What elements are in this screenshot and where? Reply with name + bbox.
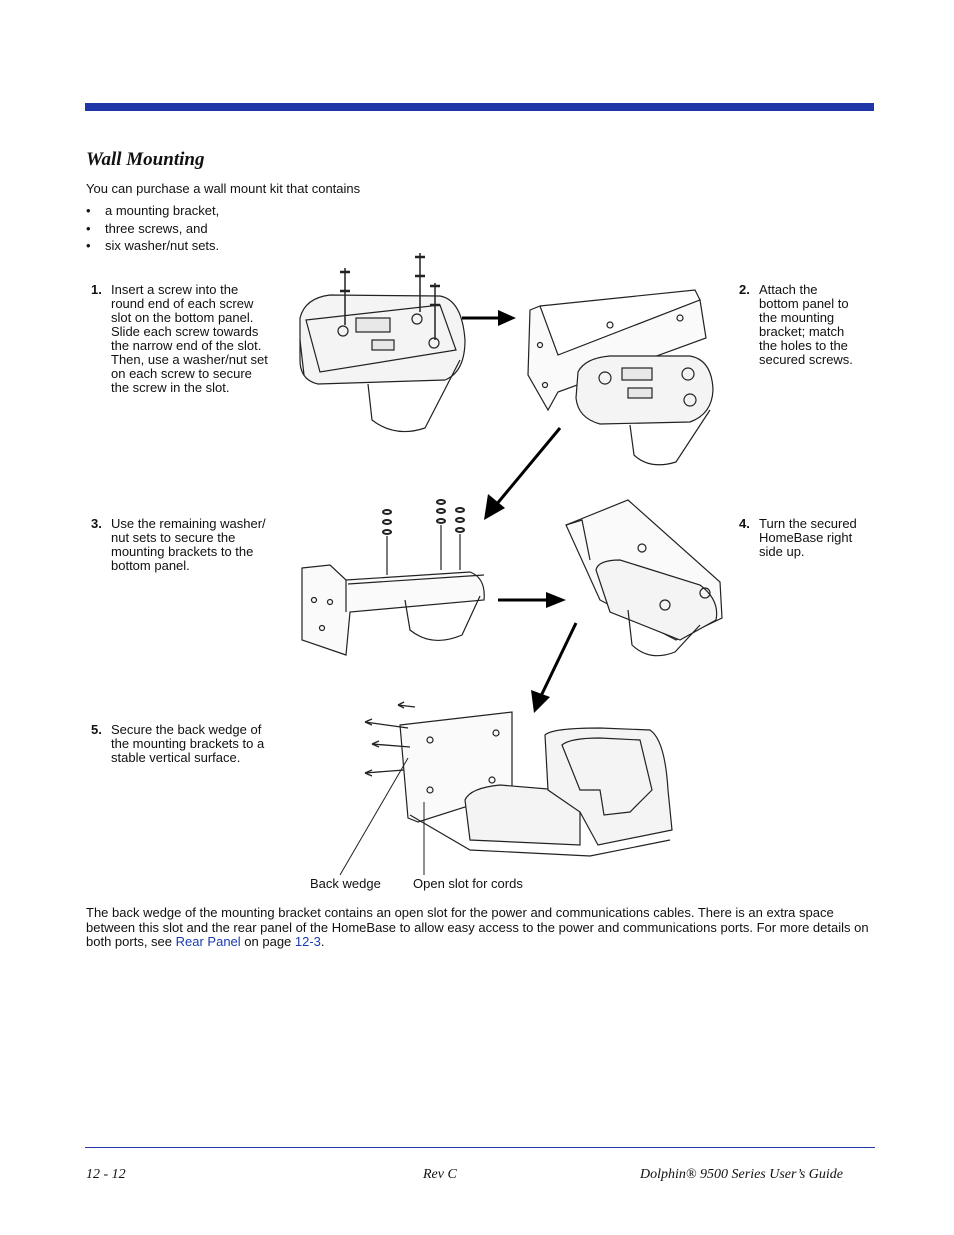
kit-list: •a mounting bracket, •three screws, and … — [86, 202, 219, 255]
step-number: 3. — [91, 516, 102, 531]
step-4: 4. Turn the secured HomeBase right side … — [739, 517, 879, 562]
paragraph-text: on page — [240, 934, 295, 949]
step5-figure — [339, 701, 673, 876]
step-text: Attach the bottom panel to the mounting … — [759, 282, 853, 367]
list-item-text: three screws, and — [105, 220, 208, 236]
list-item-text: six washer/nut sets. — [105, 238, 220, 253]
list-item: •six washer/nut sets. — [86, 238, 220, 253]
intro-text: You can purchase a wall mount kit that c… — [86, 181, 361, 196]
footer-rule — [85, 1147, 875, 1148]
list-item: •a mounting bracket, — [86, 203, 220, 218]
paragraph-text: The back wedge of the mounting bracket c… — [86, 905, 869, 949]
step2-figure — [527, 289, 714, 466]
step-number: 5. — [91, 722, 102, 737]
step-5: 5. Secure the back wedge of the mounting… — [91, 723, 291, 768]
rear-panel-link[interactable]: Rear Panel — [175, 934, 241, 949]
page-link[interactable]: 12-3 — [294, 934, 321, 949]
step3-figure — [301, 499, 485, 656]
page-number: 12 - 12 — [86, 1167, 126, 1182]
revision: Rev C — [423, 1167, 457, 1182]
back-wedge-callout: Back wedge — [310, 876, 381, 891]
step4-figure — [565, 499, 723, 657]
step-3: 3. Use the remaining washer/ nut sets to… — [91, 517, 291, 577]
step-1: 1. Insert a screw into the round end of … — [91, 283, 291, 398]
step1-figure — [299, 253, 466, 433]
step-number: 2. — [739, 282, 750, 297]
open-slot-callout: Open slot for cords — [413, 876, 523, 891]
guide-title: Dolphin® 9500 Series User’s Guide — [640, 1167, 843, 1182]
step-number: 4. — [739, 516, 750, 531]
step-number: 1. — [91, 282, 102, 297]
list-item: •three screws, and — [86, 220, 208, 236]
step-text: Secure the back wedge of the mounting br… — [111, 722, 265, 765]
flow-arrows — [462, 310, 578, 713]
step-text: Use the remaining washer/ nut sets to se… — [111, 516, 266, 573]
paragraph-text: . — [320, 934, 325, 949]
header-rule — [85, 103, 874, 111]
step-2: 2. Attach the bottom panel to the mounti… — [739, 283, 879, 368]
list-item-text: a mounting bracket, — [105, 203, 220, 218]
step-text: Insert a screw into the round end of eac… — [111, 282, 268, 395]
step-text: Turn the secured HomeBase right side up. — [759, 516, 857, 559]
body-paragraph: The back wedge of the mounting bracket c… — [86, 905, 876, 950]
section-title: Wall Mounting — [86, 149, 205, 170]
